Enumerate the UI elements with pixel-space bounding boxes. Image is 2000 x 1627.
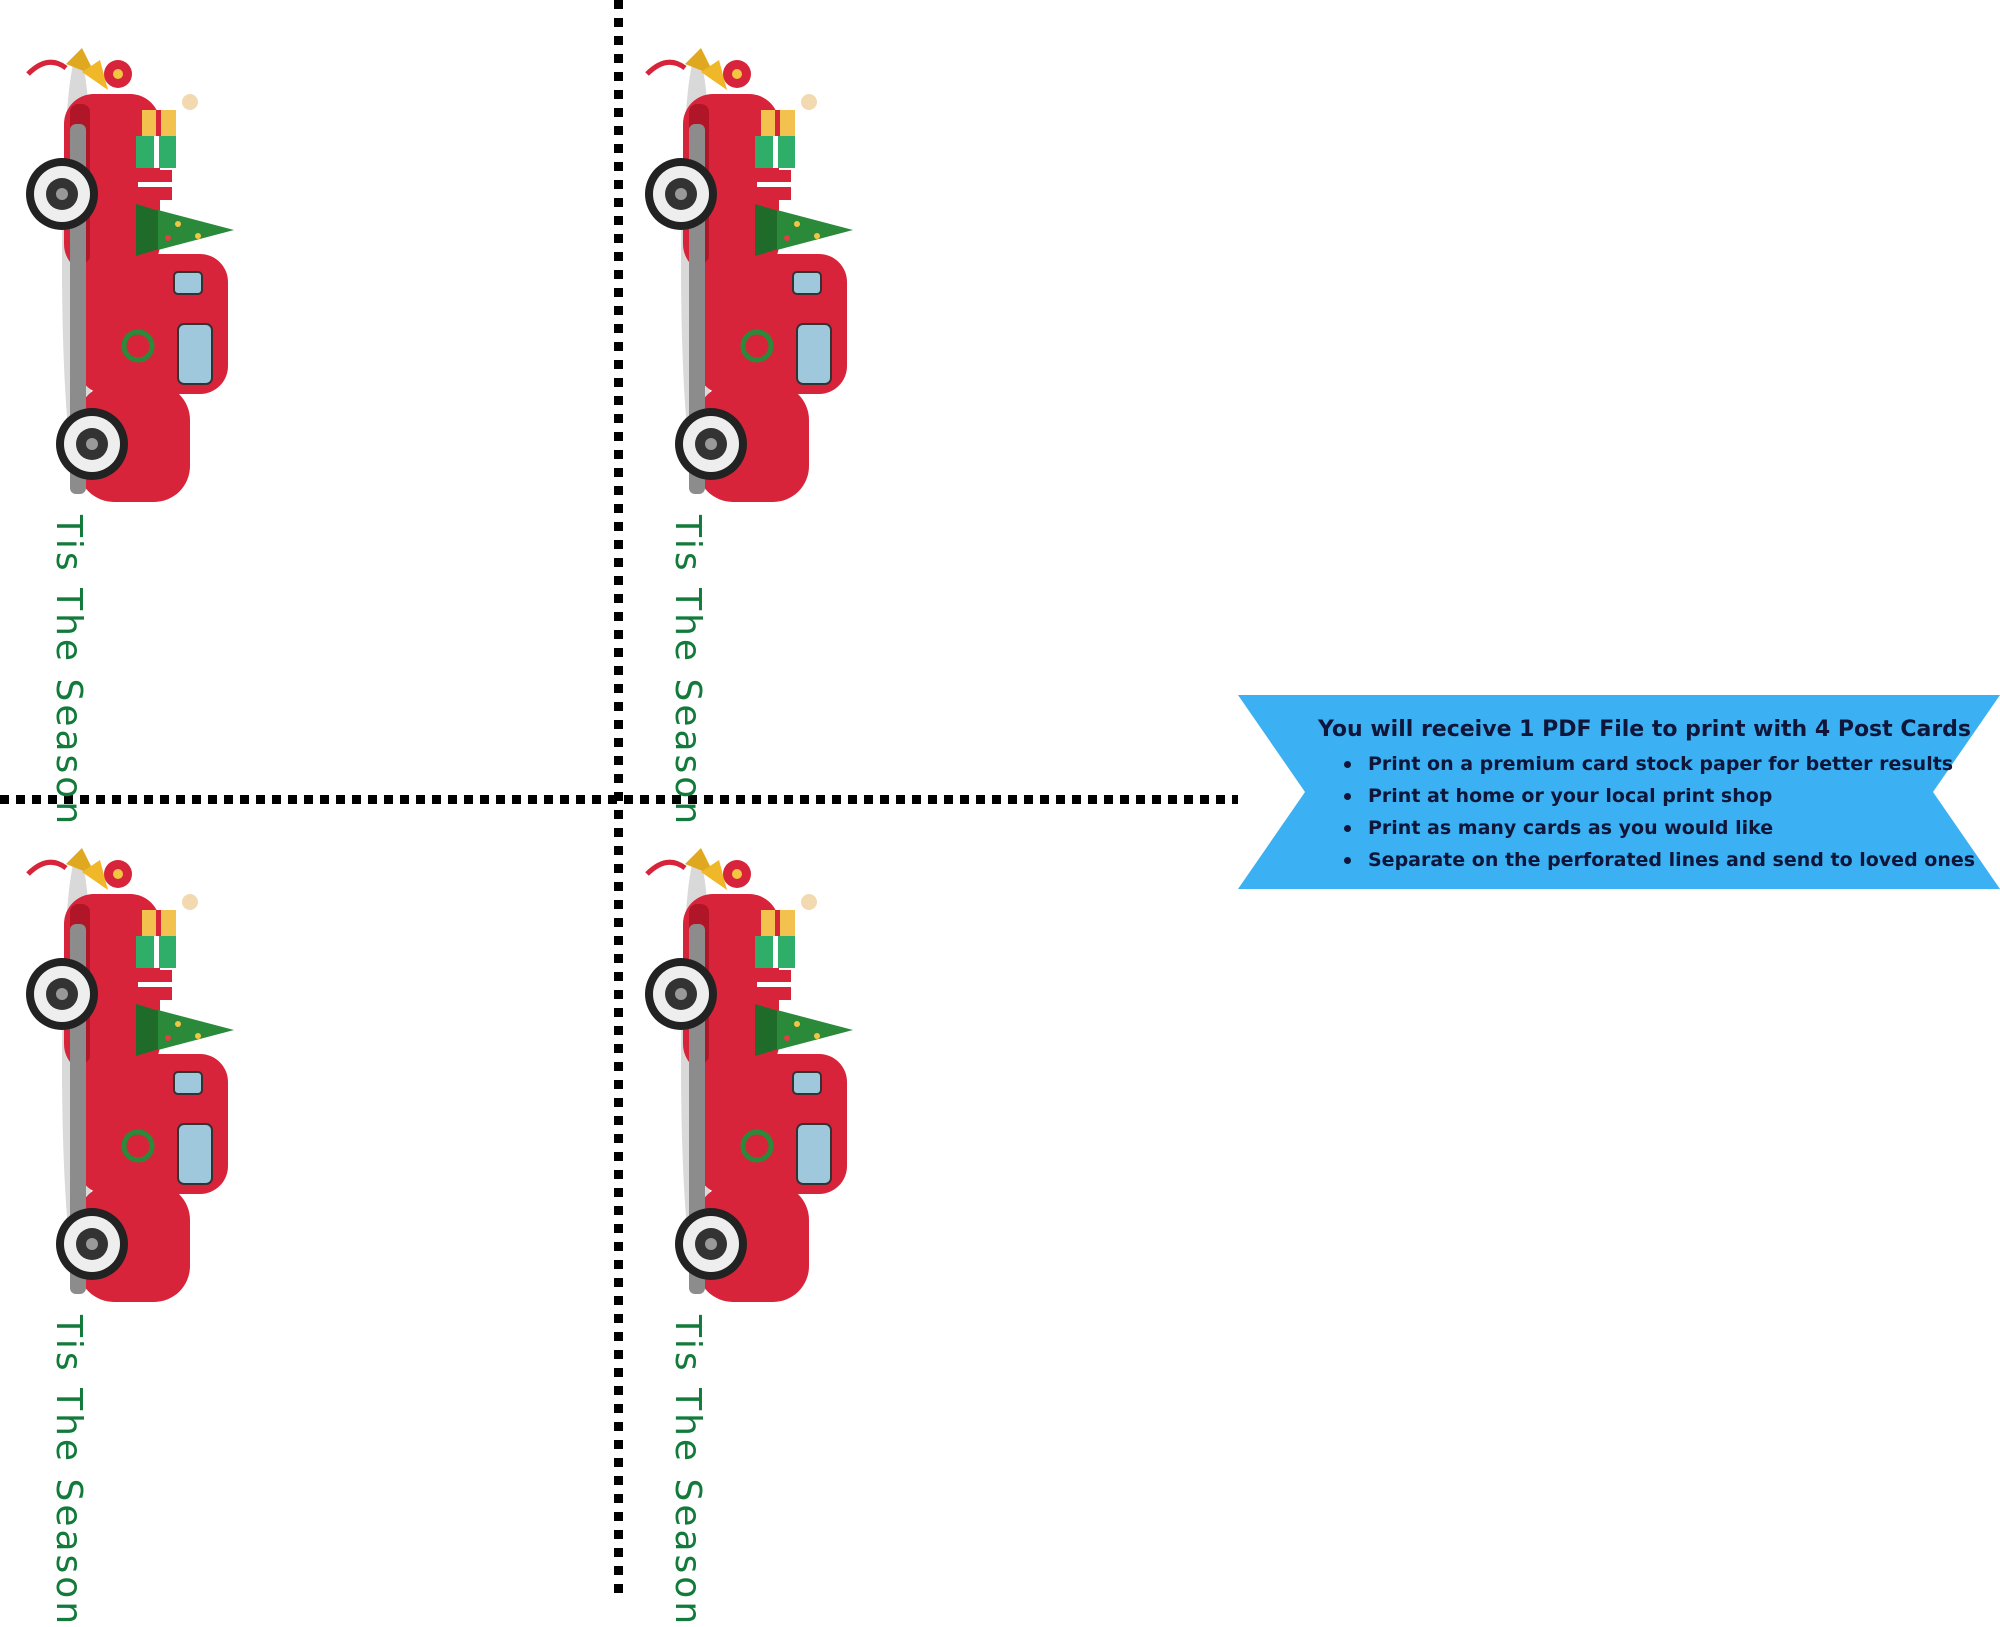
greeting-text: Tis The Season	[667, 1315, 708, 1627]
red-truck-illustration	[8, 824, 240, 1304]
postcard-top-right: Tis The Season	[619, 0, 1233, 827]
red-truck-illustration	[627, 824, 859, 1304]
postcard-bottom-right: Tis The Season	[619, 800, 1233, 1627]
ribbon-content: You will receive 1 PDF File to print wit…	[1318, 717, 1975, 876]
postcard-bottom-left: Tis The Season	[0, 800, 614, 1627]
list-item: Print as many cards as you would like	[1344, 812, 1918, 844]
info-ribbon-banner: You will receive 1 PDF File to print wit…	[1238, 695, 2000, 889]
list-item: Separate on the perforated lines and sen…	[1344, 844, 1975, 876]
banner-title: You will receive 1 PDF File to print wit…	[1318, 717, 1972, 742]
greeting-text: Tis The Season	[48, 1315, 89, 1627]
list-item: Print on a premium card stock paper for …	[1344, 748, 1953, 780]
greeting-text: Tis The Season	[667, 515, 708, 828]
ribbon-shape	[1238, 695, 2000, 889]
horizontal-perforation-line	[0, 795, 1238, 804]
greeting-text: Tis The Season	[48, 515, 89, 828]
list-item: Print at home or your local print shop	[1344, 780, 1918, 812]
postcard-top-left: Tis The Season	[0, 0, 614, 827]
red-truck-illustration	[627, 24, 859, 504]
banner-list: Print on a premium card stock paper for …	[1318, 748, 1975, 876]
red-truck-illustration	[8, 24, 240, 504]
